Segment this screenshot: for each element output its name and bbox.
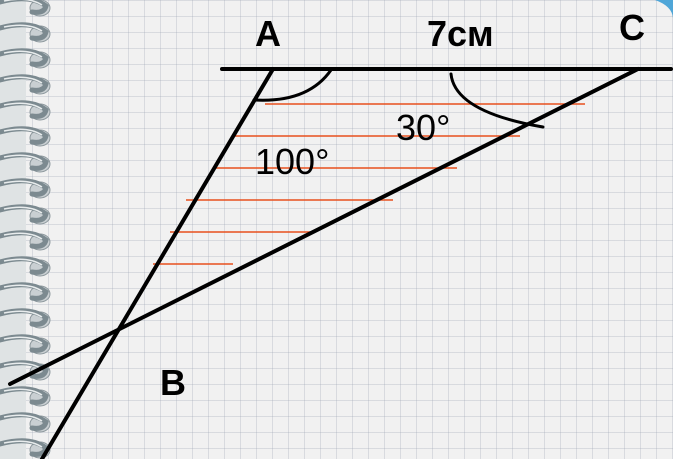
vertex-a-label: A	[255, 13, 281, 54]
spiral-ring-icon	[0, 48, 51, 69]
angle-arcs	[252, 68, 545, 129]
vertex-c-label: C	[619, 7, 645, 48]
line-cb	[8, 67, 640, 386]
triangle-lines	[8, 67, 673, 459]
spiral-ring-icon	[0, 334, 51, 355]
spiral-ring-icon	[0, 386, 51, 407]
spiral-ring-icon	[0, 438, 51, 459]
spiral-ring-icon	[0, 204, 51, 225]
spiral-ring-icon	[0, 74, 51, 95]
hatching	[153, 103, 585, 265]
spiral-ring-icon	[0, 282, 51, 303]
corner-accent	[655, 0, 673, 18]
angle-c-label: 30°	[396, 107, 450, 148]
spiral-ring-icon	[0, 178, 51, 199]
spiral-ring-icon	[0, 308, 51, 329]
spiral-ring-icon	[0, 152, 51, 173]
spiral-ring-icon	[0, 22, 51, 43]
angle-a-label: 100°	[255, 141, 329, 182]
spiral-ring-icon	[0, 256, 51, 277]
spiral-ring-icon	[0, 412, 51, 433]
spiral-ring-icon	[0, 230, 51, 251]
spiral-ring-icon	[0, 126, 51, 147]
angle-arc-a	[252, 68, 333, 102]
angle-arc-c	[449, 72, 545, 129]
line-ab	[40, 67, 275, 459]
spiral-ring-icon	[0, 100, 51, 121]
spiral-ring-icon	[0, 0, 51, 17]
side-ac-length-label: 7см	[427, 13, 494, 54]
spiral-binding	[0, 0, 51, 459]
vertex-b-label: B	[160, 362, 186, 403]
